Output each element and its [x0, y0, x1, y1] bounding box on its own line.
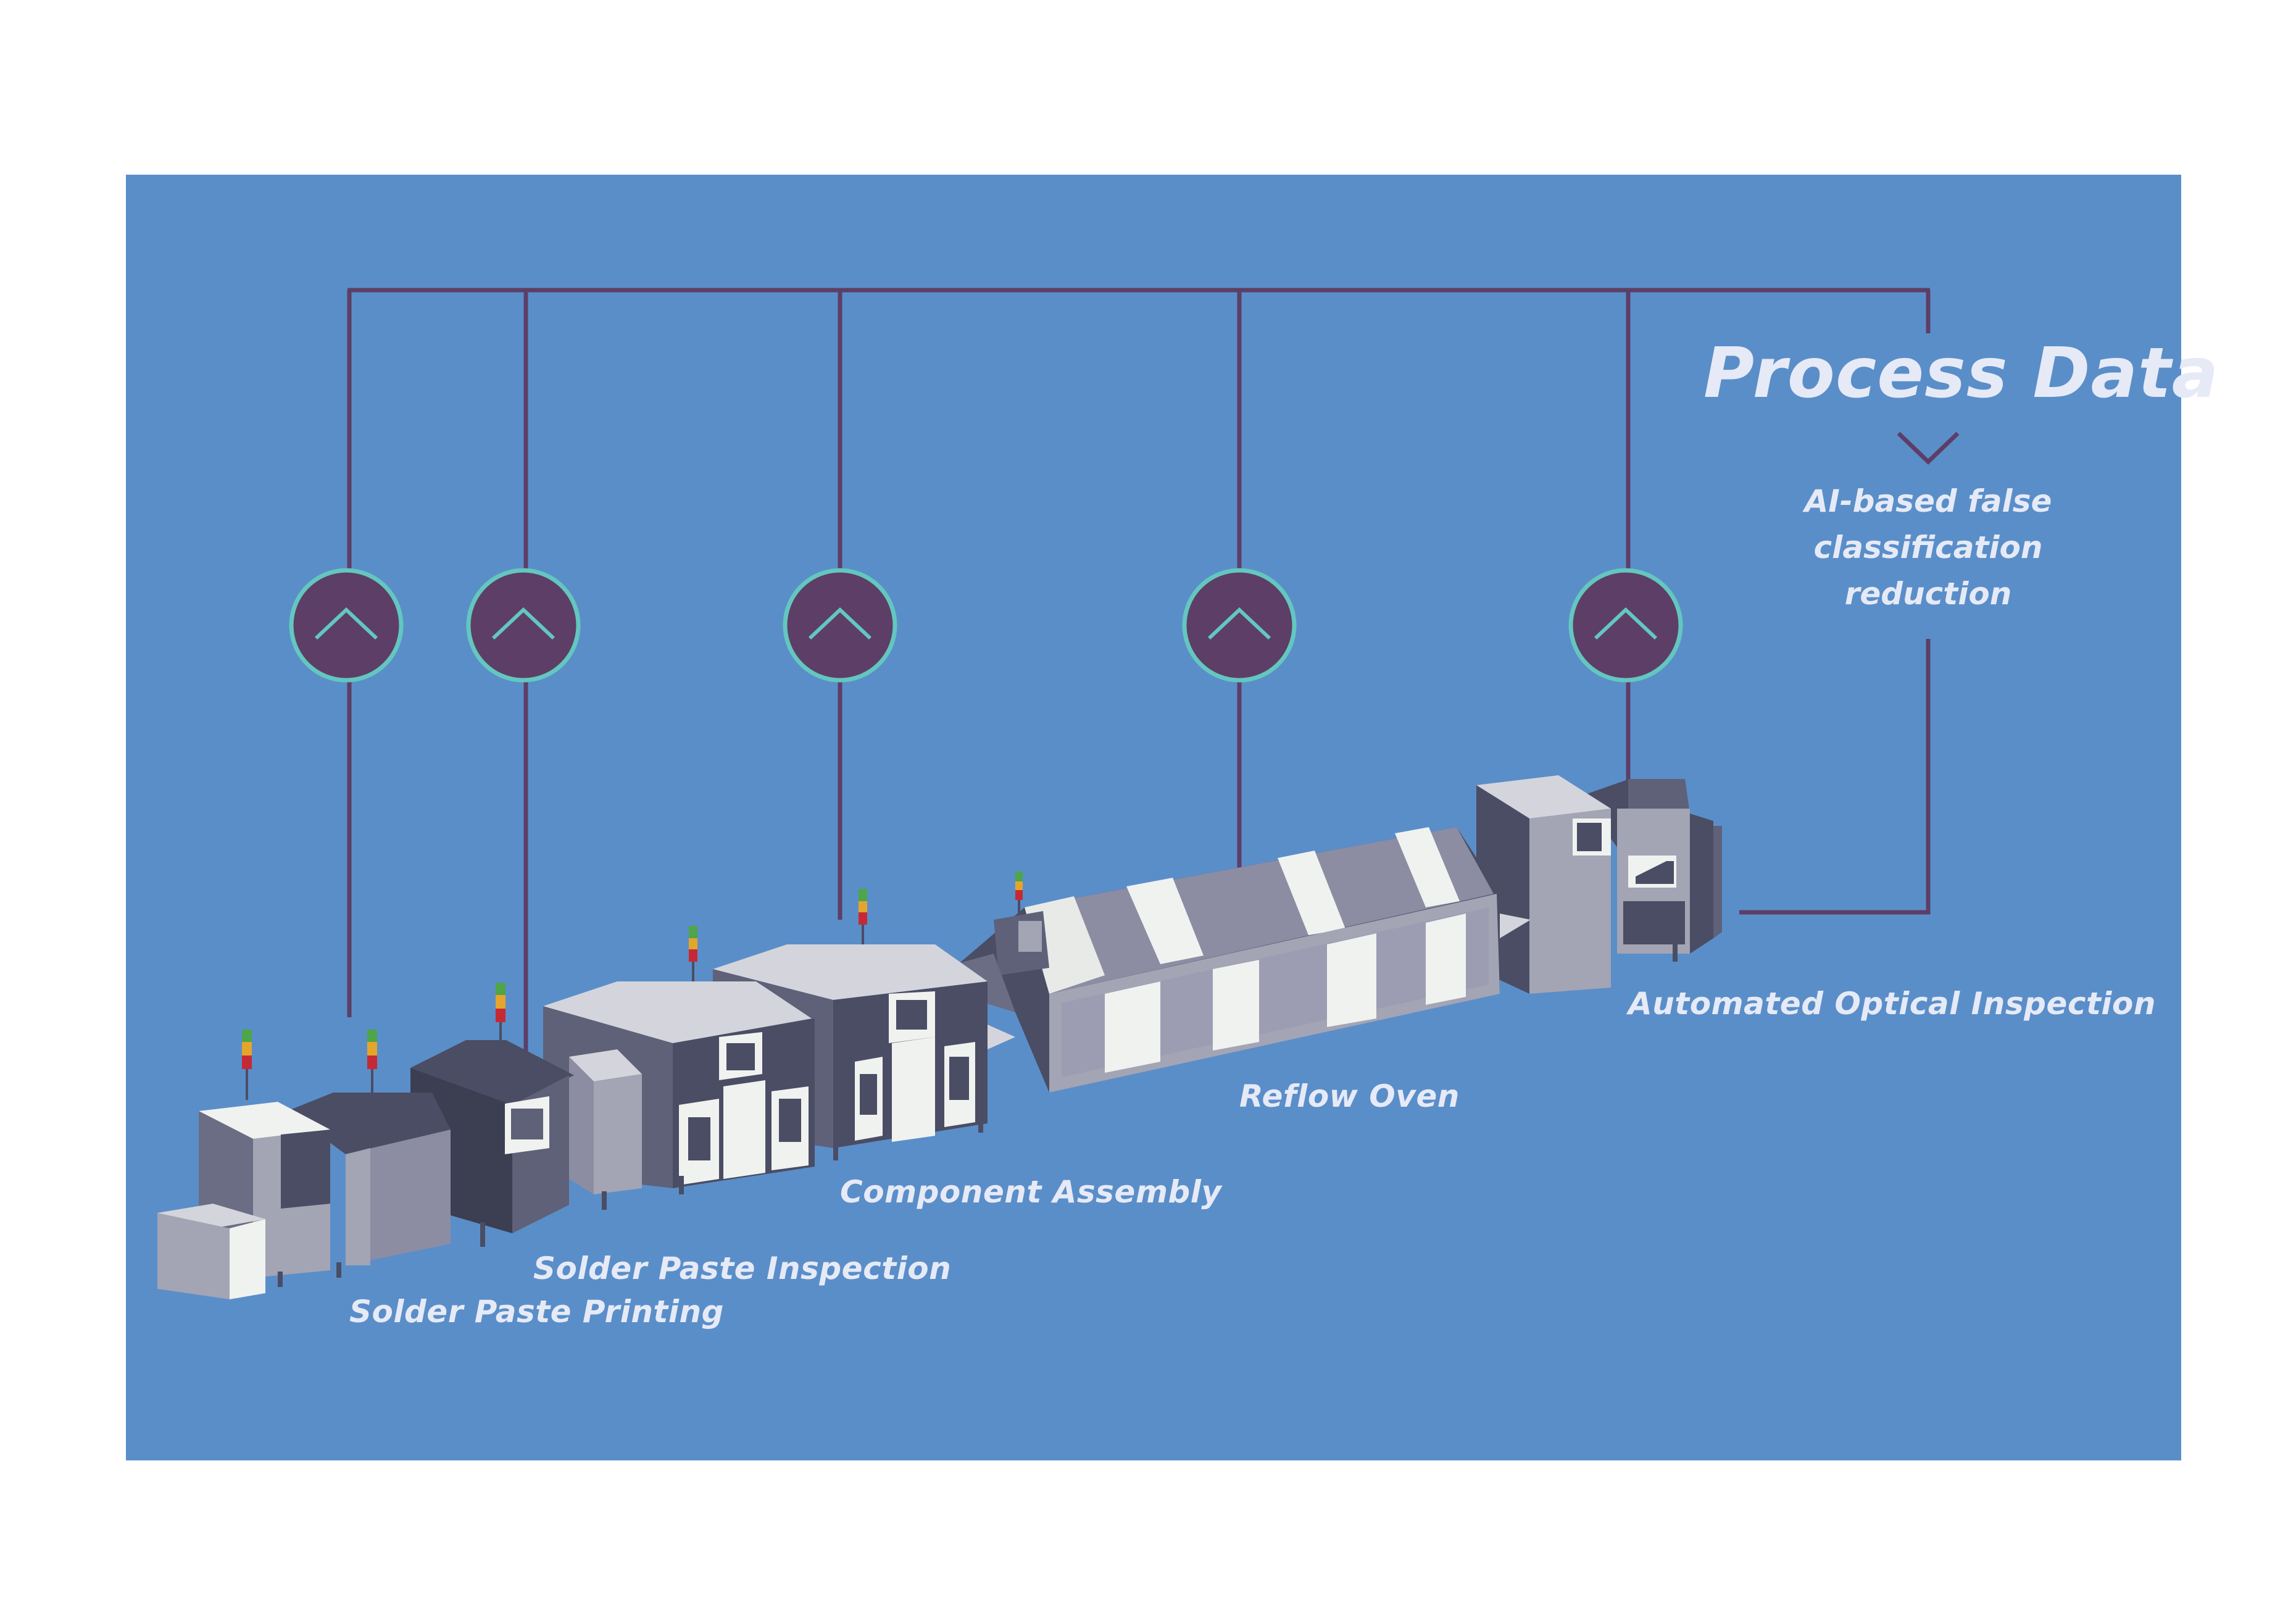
- signal-tower-icon: [689, 926, 697, 981]
- note-ai-false-classification: AI-based false classification reduction: [1774, 478, 2082, 617]
- data-node-solder-paste-printing[interactable]: [289, 568, 404, 683]
- note-line: AI-based false: [1804, 483, 2052, 519]
- data-node-automated-optical-inspection[interactable]: [1568, 568, 1683, 683]
- data-node-solder-paste-inspection[interactable]: [466, 568, 581, 683]
- stage-label-solder-paste-printing: Solder Paste Printing: [349, 1294, 724, 1330]
- diagram-title: Process Data: [1703, 333, 2219, 414]
- reflow-oven-machine: [960, 827, 1531, 1093]
- signal-tower-icon: [496, 983, 505, 1042]
- stage-label-automated-optical-inspection: Automated Optical Inspection: [1628, 986, 2156, 1022]
- note-line: reduction: [1844, 576, 2012, 612]
- data-node-component-assembly[interactable]: [783, 568, 897, 683]
- chevron-down-icon: [1897, 431, 1960, 465]
- signal-tower-icon: [1015, 872, 1023, 914]
- chevron-up-icon: [314, 607, 378, 640]
- chevron-up-icon: [1207, 607, 1271, 640]
- signal-tower-icon: [367, 1030, 377, 1094]
- signal-tower-icon: [242, 1030, 252, 1100]
- stage-label-reflow-oven: Reflow Oven: [1239, 1078, 1460, 1114]
- signal-tower-icon: [859, 889, 867, 944]
- aoi-machine: [1476, 775, 1722, 994]
- solder-paste-inspection-machine: [410, 1040, 642, 1247]
- data-node-reflow-oven[interactable]: [1182, 568, 1297, 683]
- background-panel: [126, 175, 2181, 1460]
- stage-label-solder-paste-inspection: Solder Paste Inspection: [533, 1251, 952, 1286]
- solder-paste-printing-machine: [157, 1093, 451, 1299]
- stage-label-component-assembly: Component Assembly: [840, 1174, 1222, 1210]
- chevron-up-icon: [808, 607, 872, 640]
- chevron-up-icon: [491, 607, 555, 640]
- chevron-up-icon: [1594, 607, 1658, 640]
- note-line: classification: [1813, 530, 2043, 565]
